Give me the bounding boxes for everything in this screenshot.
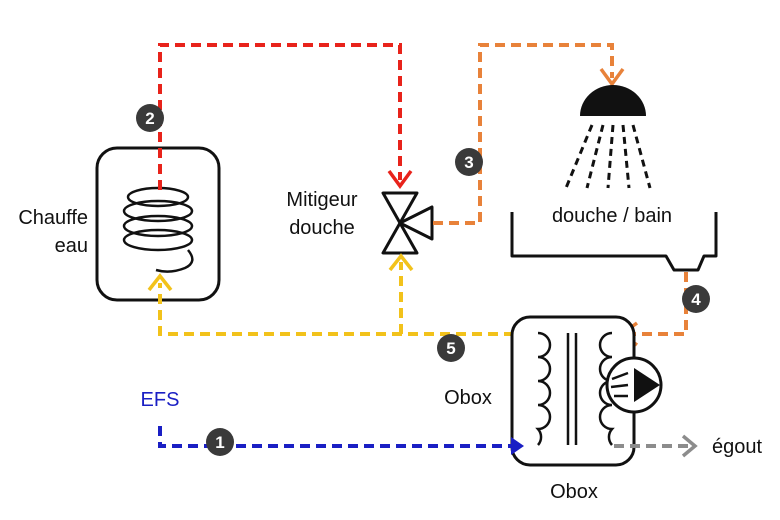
label-obox-bottom: Obox — [550, 481, 598, 503]
svg-text:3: 3 — [464, 153, 473, 172]
marker-5: 5 — [437, 334, 465, 362]
label-chauffe: Chauffe — [18, 207, 88, 229]
svg-text:2: 2 — [145, 109, 154, 128]
preheated-heater-arrowhead — [147, 273, 173, 292]
shower-tray — [510, 212, 718, 272]
svg-text:1: 1 — [215, 433, 224, 452]
hot-water-arrowhead — [387, 169, 413, 189]
mixing-valve-icon — [381, 191, 434, 255]
label-douche-bain: douche / bain — [552, 205, 672, 227]
marker-4: 4 — [682, 285, 710, 313]
heater-coil — [122, 186, 194, 273]
pump-icon — [605, 356, 663, 414]
label-eau: eau — [55, 235, 88, 257]
marker-3: 3 — [455, 148, 483, 176]
label-mitigeur: Mitigeur — [286, 189, 357, 211]
marker-2: 2 — [136, 104, 164, 132]
label-obox-left: Obox — [444, 387, 492, 409]
svg-text:4: 4 — [691, 290, 701, 309]
mixed-water-pipe — [433, 43, 614, 225]
shower-head-icon — [564, 85, 652, 189]
preheated-water-pipe — [158, 283, 546, 336]
exchanger-coils — [535, 331, 615, 446]
label-egout: égout — [712, 436, 762, 458]
cold-water-pipe — [158, 426, 514, 448]
marker-1: 1 — [206, 428, 234, 456]
preheated-valve-arrowhead — [388, 253, 414, 272]
svg-text:5: 5 — [446, 339, 455, 358]
label-efs: EFS — [141, 389, 180, 411]
grey-water-pipe — [630, 272, 688, 336]
hot-water-pipe — [158, 43, 402, 190]
mixed-water-arrowhead — [599, 67, 625, 87]
label-douche: douche — [289, 217, 355, 239]
cold-water-arrowhead — [511, 437, 524, 455]
drain-arrowhead — [681, 434, 698, 458]
